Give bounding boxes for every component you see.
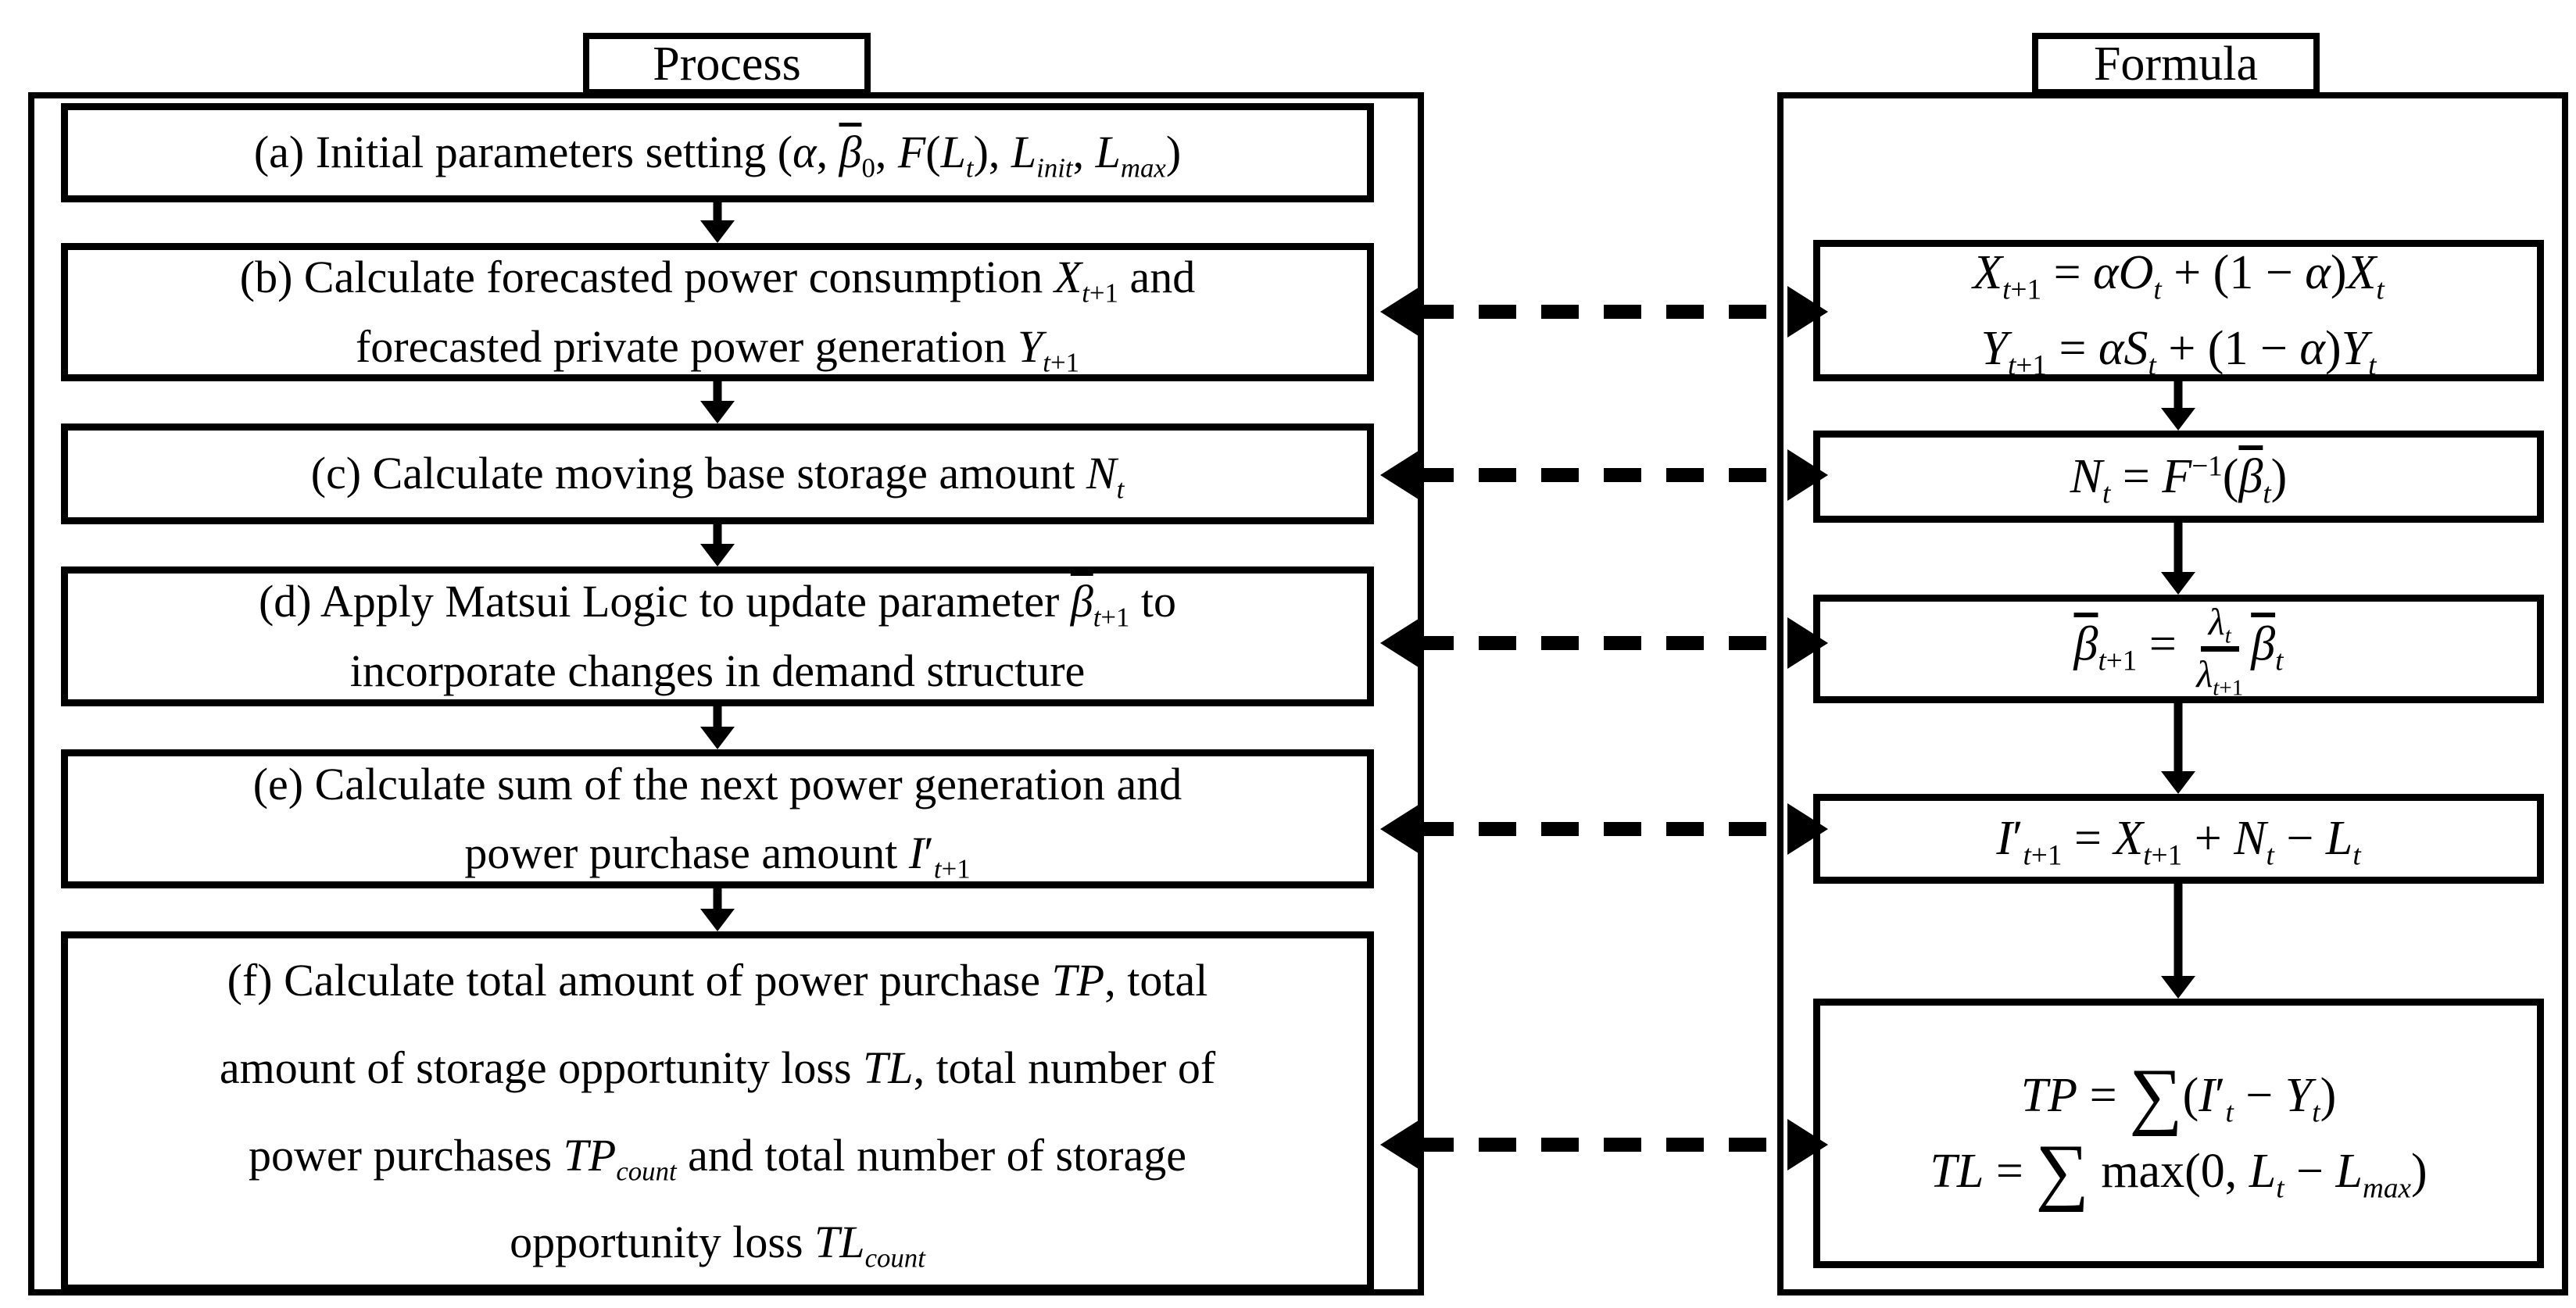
formula-e-line-1: I′t+1 = Xt+1 + Nt − Lt xyxy=(1996,812,2361,872)
process-step-f-box: (f) Calculate total amount of power purc… xyxy=(61,931,1374,1292)
process-step-d-text: (d) Apply Matsui Logic to update paramet… xyxy=(258,576,1177,696)
formula-box-e: I′t+1 = Xt+1 + Nt − Lt xyxy=(1813,794,2544,884)
process-step-e-text: (e) Calculate sum of the next power gene… xyxy=(252,758,1182,885)
link-arrow-step-b xyxy=(1380,286,1828,338)
formula-c-line-1: Nt = F−1(βt) xyxy=(2070,449,2288,510)
formula-b-line-1: Xt+1 = αOt + (1 − α)Xt xyxy=(1973,246,2385,306)
dashed-line xyxy=(1416,822,1792,836)
dashed-line xyxy=(1416,468,1792,482)
process-step-e-box: (e) Calculate sum of the next power gene… xyxy=(61,749,1374,888)
arrow-down-a-to-b xyxy=(699,202,735,243)
process-step-c-text: (c) Calculate moving base storage amount… xyxy=(310,448,1125,506)
link-arrow-step-d xyxy=(1380,617,1828,669)
arrow-down-formula-e-to-f xyxy=(2160,884,2196,999)
formula-box-b: Xt+1 = αOt + (1 − α)Xt Yt+1 = αSt + (1 −… xyxy=(1813,240,2544,381)
link-arrow-step-e xyxy=(1380,803,1828,855)
process-step-f-text: (f) Calculate total amount of power purc… xyxy=(219,954,1216,1274)
arrow-down-b-to-c xyxy=(699,381,735,423)
arrow-down-formula-c-to-d xyxy=(2160,523,2196,595)
arrow-down-d-to-e xyxy=(699,706,735,749)
formula-box-f: TP = ∑(I′t − Yt) TL = ∑ max(0, Lt − Lmax… xyxy=(1813,999,2544,1268)
process-step-c-box: (c) Calculate moving base storage amount… xyxy=(61,423,1374,524)
arrow-down-formula-b-to-c xyxy=(2160,381,2196,431)
formula-column-header: Formula xyxy=(2032,33,2320,95)
formula-f-line-2: TL = ∑ max(0, Lt − Lmax) xyxy=(1930,1128,2428,1213)
dashed-line xyxy=(1416,305,1792,319)
formula-box-c: Nt = F−1(βt) xyxy=(1813,431,2544,523)
arrow-down-formula-d-to-e xyxy=(2160,703,2196,794)
process-column-header: Process xyxy=(583,33,871,95)
dashed-line xyxy=(1416,636,1792,650)
link-arrow-step-f xyxy=(1380,1119,1828,1170)
process-step-a-text: (a) Initial parameters setting (α, β0, F… xyxy=(253,127,1182,184)
formula-f-line-1: TP = ∑(I′t − Yt) xyxy=(2020,1052,2337,1137)
process-step-a-box: (a) Initial parameters setting (α, β0, F… xyxy=(61,103,1374,202)
arrow-down-e-to-f xyxy=(699,888,735,931)
link-arrow-step-c xyxy=(1380,449,1828,501)
dashed-line xyxy=(1416,1138,1792,1152)
process-step-d-box: (d) Apply Matsui Logic to update paramet… xyxy=(61,566,1374,706)
arrow-down-c-to-d xyxy=(699,524,735,566)
formula-b-line-2: Yt+1 = αSt + (1 − α)Yt xyxy=(1980,321,2377,381)
process-step-b-text: (b) Calculate forecasted power consumpti… xyxy=(239,252,1196,378)
process-step-b-box: (b) Calculate forecasted power consumpti… xyxy=(61,243,1374,381)
